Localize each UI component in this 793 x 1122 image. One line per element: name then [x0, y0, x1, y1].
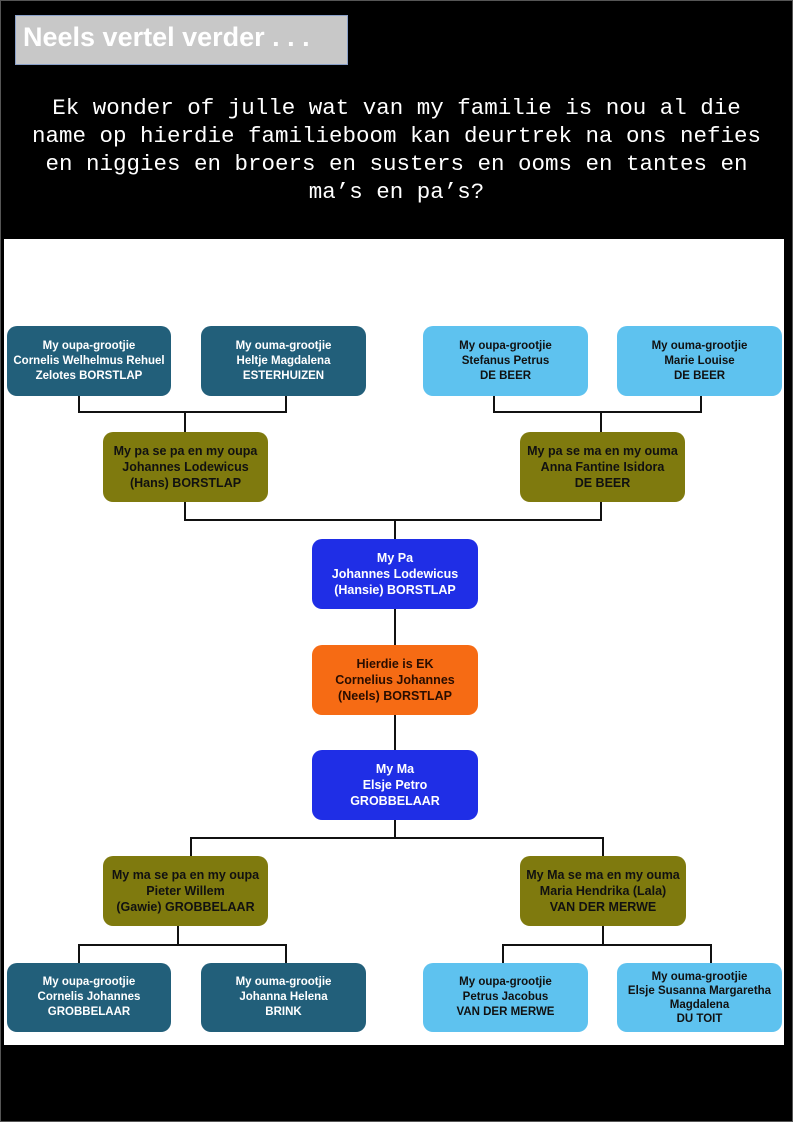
connector-line: [78, 944, 287, 963]
node-name: Johannes Lodewicus: [331, 567, 459, 581]
title-banner: Neels vertel verder . . .: [15, 15, 348, 65]
node-father[interactable]: My Pa Johannes Lodewicus (Hansie) BORSTL…: [312, 539, 478, 609]
node-name: Johanna Helena: [239, 991, 328, 1003]
connector-line: [190, 820, 396, 856]
node-surname: DU TOIT: [676, 1012, 723, 1025]
node-name: Magdalena: [669, 998, 730, 1011]
intro-line: name op hierdie familieboom kan deurtrek…: [31, 123, 762, 149]
node-paternal-grandfather[interactable]: My pa se pa en my oupa Johannes Lodewicu…: [103, 432, 268, 502]
node-relation: My oupa-grootjie: [459, 976, 552, 988]
node-relation: My ouma-grootjie: [651, 339, 748, 352]
node-relation: My oupa-grootjie: [42, 976, 136, 988]
node-surname: VAN DER MERWE: [549, 900, 657, 914]
node-relation: My pa se pa en my oupa: [113, 444, 258, 458]
node-surname: (Gawie) GROBBELAAR: [116, 900, 255, 914]
node-relation: My ouma-grootjie: [651, 970, 748, 983]
node-surname: BRINK: [265, 1006, 302, 1018]
node-great-grandmother-esterhuizen[interactable]: My ouma-grootjie Heltje Magdalena ESTERH…: [201, 326, 366, 396]
intro-line: en niggies en broers en susters en ooms …: [45, 151, 748, 177]
node-name: Elsje Petro: [362, 778, 428, 792]
node-relation: My Ma: [375, 762, 415, 776]
intro-line: ma’s en pa’s?: [308, 179, 485, 205]
node-surname: GROBBELAAR: [47, 1006, 131, 1018]
node-relation: My ma se pa en my oupa: [111, 868, 260, 882]
node-relation: My Ma se ma en my ouma: [526, 868, 680, 882]
node-great-grandfather-borstlap[interactable]: My oupa-grootjie Cornelis Welhelmus Rehu…: [7, 326, 171, 396]
connector-line: [78, 396, 287, 413]
node-name: Cornelis Johannes: [37, 991, 141, 1003]
node-name: Anna Fantine Isidora: [540, 460, 665, 474]
node-relation: My Pa: [376, 551, 414, 565]
connector-line: [395, 837, 604, 856]
node-name: Pieter Willem: [146, 884, 225, 898]
node-name: Cornelius Johannes: [335, 673, 455, 687]
node-surname: VAN DER MERWE: [456, 1006, 555, 1018]
node-surname: GROBBELAAR: [350, 794, 440, 808]
node-relation: Hierdie is EK: [356, 657, 434, 671]
node-surname: ESTERHUIZEN: [242, 369, 325, 382]
node-great-grandfather-van-der-merwe[interactable]: My oupa-grootjie Petrus Jacobus VAN DER …: [423, 963, 588, 1032]
node-maternal-grandmother[interactable]: My Ma se ma en my ouma Maria Hendrika (L…: [520, 856, 686, 926]
node-relation: My pa se ma en my ouma: [527, 444, 678, 458]
node-surname: (Hans) BORSTLAP: [129, 476, 242, 490]
node-name: Stefanus Petrus: [461, 354, 550, 367]
node-name: Heltje Magdalena: [236, 354, 331, 367]
node-great-grandmother-du-toit[interactable]: My ouma-grootjie Elsje Susanna Margareth…: [617, 963, 782, 1032]
node-mother[interactable]: My Ma Elsje Petro GROBBELAAR: [312, 750, 478, 820]
page-title: Neels vertel verder . . .: [23, 22, 310, 52]
node-relation: My ouma-grootjie: [235, 976, 332, 988]
node-surname: (Hansie) BORSTLAP: [334, 583, 456, 597]
node-surname: DE BEER: [574, 476, 631, 490]
node-relation: My oupa-grootjie: [42, 339, 136, 352]
node-surname: Zelotes BORSTLAP: [35, 369, 143, 382]
connector-line: [502, 944, 712, 963]
intro-line: Ek wonder of julle wat van my familie is…: [52, 95, 741, 121]
node-maternal-grandfather[interactable]: My ma se pa en my oupa Pieter Willem (Ga…: [103, 856, 268, 926]
connector-line: [493, 396, 702, 413]
node-name: Elsje Susanna Margaretha: [627, 984, 772, 997]
intro-text: Ek wonder of julle wat van my familie is…: [0, 94, 793, 206]
node-great-grandmother-brink[interactable]: My ouma-grootjie Johanna Helena BRINK: [201, 963, 366, 1032]
node-surname: DE BEER: [479, 369, 532, 382]
connector-line: [184, 502, 602, 521]
node-relation: My ouma-grootjie: [235, 339, 332, 352]
node-name: Petrus Jacobus: [462, 991, 549, 1003]
node-name: Marie Louise: [664, 354, 735, 367]
node-surname: DE BEER: [673, 369, 726, 382]
node-self[interactable]: Hierdie is EK Cornelius Johannes (Neels)…: [312, 645, 478, 715]
node-name: Cornelis Welhelmus Rehuel: [13, 354, 165, 367]
node-relation: My oupa-grootjie: [459, 339, 552, 352]
node-great-grandmother-de-beer[interactable]: My ouma-grootjie Marie Louise DE BEER: [617, 326, 782, 396]
node-surname: (Neels) BORSTLAP: [338, 689, 452, 703]
node-name: Maria Hendrika (Lala): [539, 884, 667, 898]
node-great-grandfather-grobbelaar[interactable]: My oupa-grootjie Cornelis Johannes GROBB…: [7, 963, 171, 1032]
node-great-grandfather-de-beer[interactable]: My oupa-grootjie Stefanus Petrus DE BEER: [423, 326, 588, 396]
node-name: Johannes Lodewicus: [122, 460, 249, 474]
node-paternal-grandmother[interactable]: My pa se ma en my ouma Anna Fantine Isid…: [520, 432, 685, 502]
